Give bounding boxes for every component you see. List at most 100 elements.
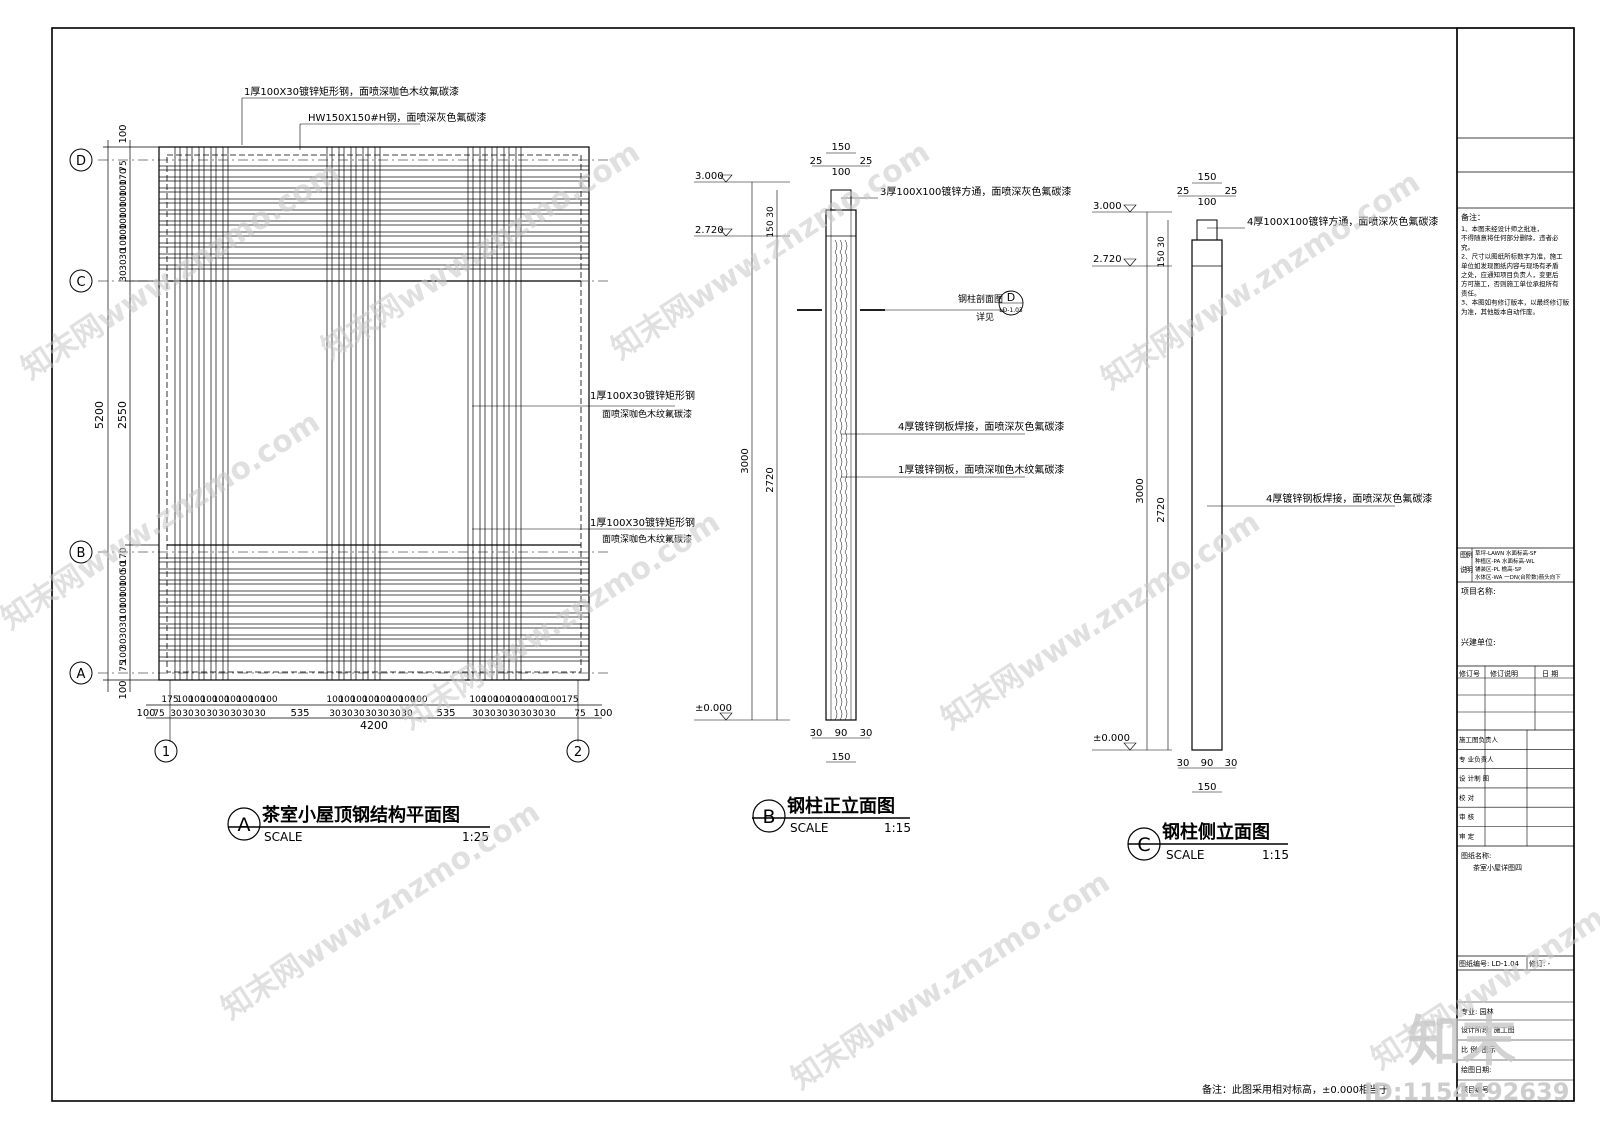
svg-text:2.720: 2.720 (695, 225, 724, 236)
level-3000-c: 3.000 (1092, 201, 1172, 213)
horizontal-rect-steel (158, 187, 590, 193)
horizontal-rect-steel (158, 209, 590, 215)
svg-text:B: B (762, 806, 775, 828)
rev-date-header: 日 期 (1542, 670, 1558, 678)
svg-text:3.000: 3.000 (1093, 201, 1122, 212)
dim-label: 100 (119, 646, 129, 663)
svg-text:3000: 3000 (740, 448, 751, 473)
dim-label: 100 (119, 580, 129, 597)
svg-text:2720: 2720 (765, 467, 776, 492)
dim-label: 100 (505, 695, 522, 705)
note-line: 责任。 (1461, 288, 1481, 297)
note-line: 1、本图未经设计师之批准， (1461, 224, 1543, 233)
dim-label: 100 (544, 695, 561, 705)
grid-bubble-d: D (69, 148, 93, 172)
svg-text:25: 25 (1225, 186, 1238, 197)
horizontal-rect-steel (158, 568, 590, 574)
svg-text:30: 30 (860, 728, 873, 739)
dim-label: 75 (119, 160, 129, 171)
horizontal-rect-steel (158, 264, 590, 270)
vertical-rect-steel (326, 146, 333, 681)
svg-text:25: 25 (810, 156, 823, 167)
vertical-rect-steel (210, 146, 217, 681)
rev-desc-header: 修订说明 (1490, 669, 1518, 678)
dim-label: 30 (254, 709, 266, 719)
vertical-rect-steel-group (174, 146, 522, 681)
watermark-id: ID:1154492639 (1364, 1078, 1569, 1106)
dim-label: 100 (119, 179, 129, 196)
roof-plan: D C B A 1 2 5200 2550 100 100 7517010010… (69, 85, 695, 844)
note-section-1: 钢柱剖面图 (958, 293, 1003, 305)
drawing-b-title: 钢柱正立面图 (787, 795, 895, 817)
vertical-rect-steel (186, 146, 193, 681)
dim-label: 30 (182, 709, 194, 719)
vertical-rect-steel (198, 146, 205, 681)
watermark-text: 知末网www.znzmo.com (605, 135, 936, 367)
svg-text:例: 例 (1466, 550, 1473, 559)
dim-label: 100 (493, 695, 510, 705)
dim-label: 30 (341, 709, 353, 719)
horizontal-rect-steel (158, 242, 590, 248)
dim-label: 100 (119, 591, 129, 608)
dim-label: 100 (248, 695, 265, 705)
column-c-cap (1196, 219, 1218, 241)
legend-line: 草坪-LAWN 水面标高-SF (1475, 549, 1537, 557)
note-weld-b: 4厚镀锌钢板焊接，面喷深灰色氟碳漆 (898, 420, 1064, 433)
note-rect-steel-top: 1厚100X30镀锌矩形钢，面喷深咖色木纹氟碳漆 (244, 85, 459, 98)
drawing-a-scale-label: SCALE (264, 830, 302, 844)
note-rect-steel-mid-2: 面喷深咖色木纹氟碳漆 (602, 408, 692, 420)
grid-bubble-a: A (69, 661, 93, 685)
vertical-rect-steel (515, 146, 522, 681)
dim-label: 30 (218, 709, 230, 719)
dim-label: 30 (496, 709, 508, 719)
dim-label: 30 (119, 616, 129, 628)
horizontal-rect-steel (158, 601, 590, 607)
svg-text:100: 100 (1197, 197, 1216, 208)
vertical-rect-steel (479, 146, 486, 681)
dim-label: 30 (377, 709, 389, 719)
drawing-a-title: 茶室小屋顶钢结构平面图 (262, 804, 460, 826)
horizontal-rect-steel (158, 231, 590, 237)
watermark-text: 知末网www.znzmo.com (785, 865, 1116, 1097)
svg-text:B: B (77, 546, 86, 561)
role-label: 审 定 (1459, 832, 1475, 841)
level-2720-c: 2.720 (1092, 254, 1172, 267)
vertical-rect-steel (222, 146, 229, 681)
note-line: 方可施工，否则施工单位承担所有 (1461, 279, 1559, 288)
dim-label: 75 (153, 709, 164, 719)
dim-label: 100 (119, 569, 129, 586)
svg-text:150: 150 (831, 142, 850, 153)
svg-text:30: 30 (766, 206, 776, 218)
horizontal-rect-steel (158, 656, 590, 662)
level-2720-b: 2.720 (694, 225, 790, 237)
svg-text:A: A (77, 667, 86, 682)
note-rect-steel-mid-1: 1厚100X30镀锌矩形钢 (590, 389, 695, 402)
svg-text:A: A (238, 814, 251, 836)
watermark-text: 知末网www.znzmo.com (935, 505, 1266, 737)
notes-lines: 1、本图未经设计师之批准，不得随意将任何部分删除，违者必究。2、尺寸以图纸所标数… (1461, 224, 1570, 316)
role-label: 校 对 (1459, 793, 1475, 802)
grid-bubble-2: 2 (566, 739, 590, 763)
dim-bottom-100: 100 (118, 680, 129, 699)
svg-text:90: 90 (1201, 758, 1214, 769)
legend-line: 种植区-PA 水面标高-WL (1475, 557, 1535, 565)
notes-title: 备注： (1461, 212, 1485, 222)
role-label: 专 业负责人 (1459, 754, 1494, 763)
horizontal-rect-steel (158, 590, 590, 596)
dim-label: 100 (398, 695, 415, 705)
svg-text:150: 150 (831, 752, 850, 763)
watermark-logo: 知末 (1408, 1010, 1516, 1073)
dim-label: 30 (119, 270, 129, 282)
svg-text:D: D (1007, 291, 1015, 304)
dim-label: 30 (353, 709, 365, 719)
drawing-b-circle (752, 799, 786, 833)
dim-2550: 2550 (116, 401, 129, 429)
svg-text:±0.000: ±0.000 (695, 703, 732, 714)
dim-label: 170 (119, 168, 129, 185)
horizontal-rect-steel (158, 253, 590, 259)
note-h-steel: HW150X150#H钢，面喷深灰色氟碳漆 (308, 111, 486, 124)
drawing-c-title: 钢柱侧立面图 (1162, 821, 1270, 843)
dim-label: 100 (362, 695, 379, 705)
dim-label: 30 (194, 709, 206, 719)
